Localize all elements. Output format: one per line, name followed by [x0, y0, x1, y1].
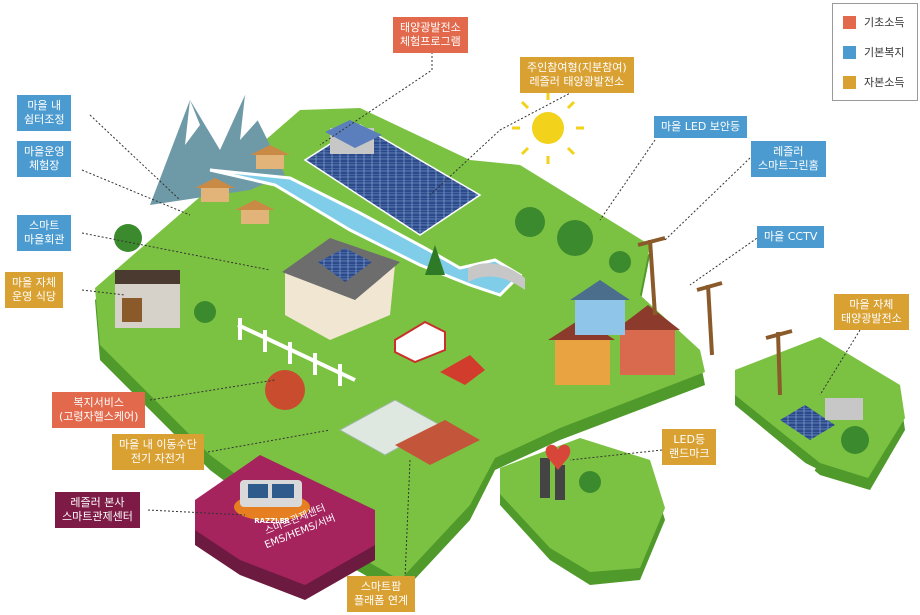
vehicles [394, 320, 485, 385]
label-line: 스마트관제센터 [62, 510, 133, 523]
label-welfare-service: 복지서비스 (고령자헬스케어) [52, 392, 146, 428]
label-line: 레즐러 본사 [70, 496, 125, 509]
label-village-shelter: 마을 내 쉼터조정 [17, 95, 72, 131]
greenhouse [338, 399, 480, 465]
label-line: 레즐러 태양광발전소 [529, 75, 625, 88]
label-line: 쉼터조정 [24, 113, 65, 126]
fences [237, 318, 816, 472]
label-led-landmark: LED등 랜드마크 [662, 429, 717, 465]
legend-label: 기초소득 [864, 16, 905, 29]
label-village-cctv: 마을 CCTV [757, 226, 825, 248]
label-village-experience: 마을운영 체험장 [17, 141, 72, 177]
pavilions [195, 145, 290, 224]
legend-item: 기초소득 [843, 14, 904, 30]
legend-item: 자본소득 [843, 74, 904, 90]
label-line: 복지서비스 [73, 396, 125, 409]
label-smart-greenhouse: 레즐러 스마트그린홈 [751, 141, 826, 177]
label-smart-hall: 스마트 마을회관 [17, 215, 72, 251]
label-line: 마을 자체 [849, 298, 894, 311]
legend-item: 기본복지 [843, 44, 904, 60]
label-line: LED등 [673, 433, 706, 446]
label-line: 마을 내 [27, 99, 62, 112]
legend: 기초소득 기본복지 자본소득 [832, 3, 918, 101]
label-line: 체험장 [29, 159, 60, 172]
label-village-solar-own: 마을 자체 태양광발전소 [834, 294, 909, 330]
utility-poles [637, 236, 793, 396]
label-solar-program: 태양광발전소 체험프로그램 [393, 17, 468, 53]
led-landmark [540, 444, 571, 500]
label-line: 랜드마크 [669, 447, 710, 460]
legend-swatch [843, 45, 856, 59]
sun-icon [512, 92, 584, 164]
label-village-restaurant: 마을 자체 운영 식당 [5, 272, 63, 308]
trees [114, 207, 869, 493]
control-platform: RAZZLER [195, 455, 375, 600]
legend-swatch [843, 75, 856, 89]
label-line: 마을 자체 [12, 276, 56, 289]
platform-logo: RAZZLER [254, 517, 290, 525]
label-line: 마을회관 [24, 233, 65, 246]
label-line: 스마트팜 [360, 580, 402, 593]
label-line: (고령자헬스케어) [59, 410, 139, 423]
label-line: 마을 내 이동수단 [119, 438, 197, 451]
legend-label: 자본소득 [864, 76, 905, 89]
label-line: 주인참여형(지분참여) [527, 61, 627, 74]
label-line: 마을운영 [24, 145, 65, 158]
landmark-island [500, 438, 665, 585]
label-line: 스마트그린홈 [758, 159, 819, 172]
label-line: 운영 식당 [12, 290, 56, 303]
label-line: 태양광발전소 [841, 312, 902, 325]
label-line: 마을 CCTV [764, 230, 818, 243]
label-line: 태양광발전소 [400, 21, 461, 34]
label-line: 스마트 [29, 219, 60, 232]
right-island [735, 337, 905, 490]
label-smart-farm: 스마트팜 플래폼 연계 [347, 576, 416, 612]
label-led-security: 마을 LED 보안등 [654, 116, 748, 138]
bridge [468, 263, 525, 290]
legend-label: 기본복지 [864, 46, 905, 59]
solar-farm [303, 120, 482, 236]
legend-swatch [843, 15, 856, 29]
label-line: 전기 자전거 [130, 452, 185, 465]
houses [548, 280, 680, 385]
right-solar [780, 398, 863, 440]
label-e-bike: 마을 내 이동수단 전기 자전거 [112, 434, 204, 470]
label-control-center: 레즐러 본사 스마트관제센터 [55, 492, 140, 528]
label-resident-solar: 주인참여형(지분참여) 레즐러 태양광발전소 [520, 57, 634, 93]
village-hall [282, 238, 400, 340]
leader-lines [81, 52, 861, 579]
label-line: 체험프로그램 [400, 35, 461, 48]
restaurant [115, 270, 180, 328]
label-line: 플래폼 연계 [354, 594, 409, 607]
label-line: 마을 LED 보안등 [661, 120, 741, 133]
label-line: 레즐러 [773, 145, 804, 158]
